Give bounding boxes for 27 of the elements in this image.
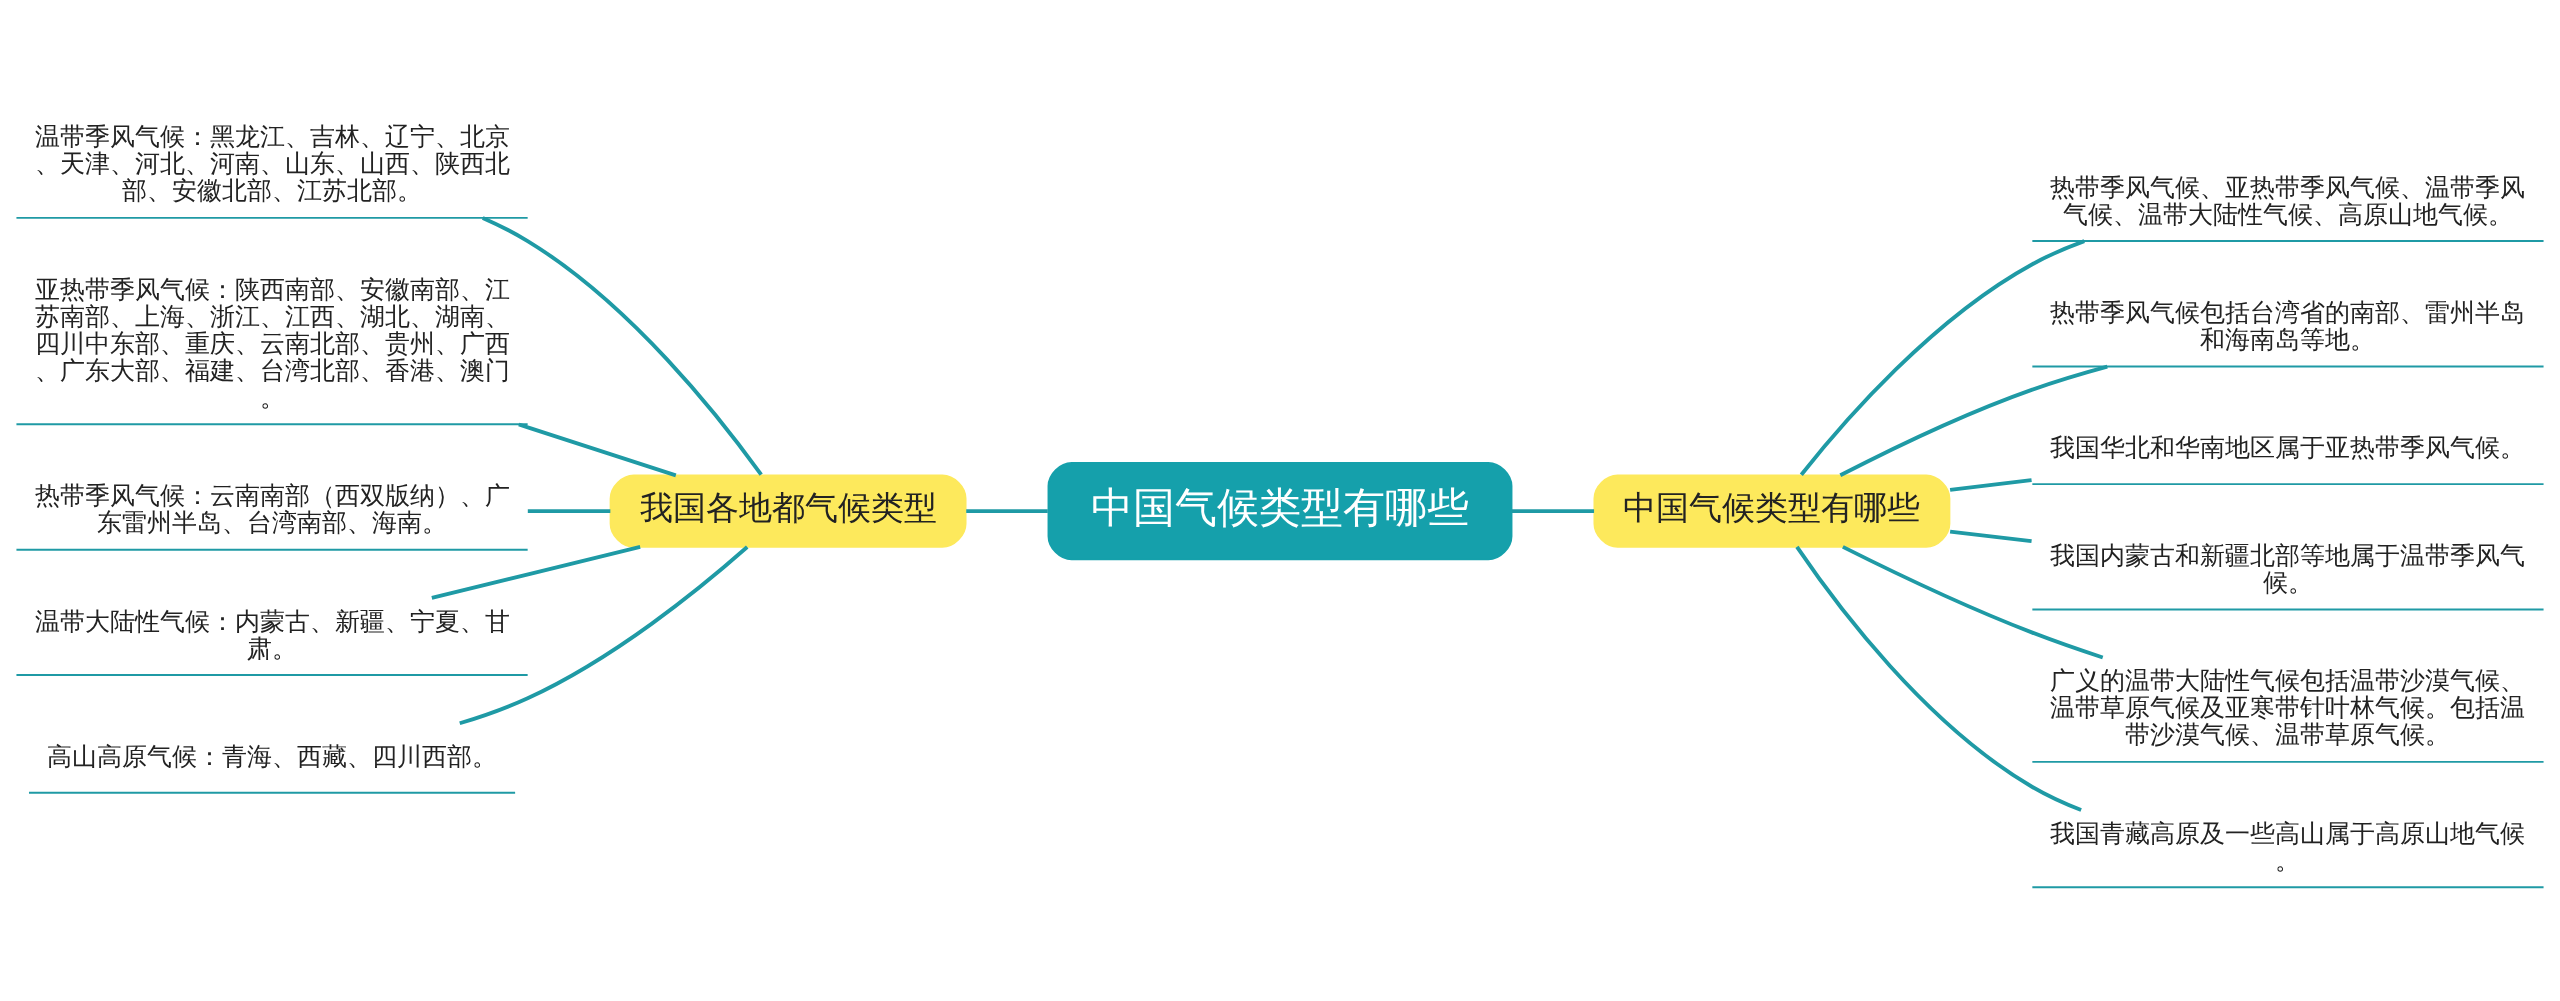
node-box: 中国气候类型有哪些: [1593, 474, 1951, 548]
node-text: 广义的温带大陆性气候包括温带沙漠气候、温带草原气候及亚寒带针叶林气候。包括温带沙漠气候、温带草原气候。: [2050, 666, 2526, 750]
connector: [1949, 529, 2032, 544]
node-text: 亚热带季风气候：陕西南部、安徽南部、江苏南部、上海、浙江、江西、湖北、湖南、四川中东部、重庆、云南北部、贵州、广西、广东大部、福建、台湾北部、香港、澳门。: [34, 274, 510, 412]
node-text: 高山高原气候：青海、西藏、四川西部。: [47, 741, 498, 771]
connector: [1842, 545, 2104, 660]
connector: [1949, 478, 2032, 492]
node-text: 热带季风气候：云南南部（西双版纳）、广东雷州半岛、台湾南部、海南。: [34, 481, 510, 538]
connector: [459, 545, 749, 726]
node-text: 热带季风气候、亚热带季风气候、温带季风气候、温带大陆性气候、高原山地气候。: [2050, 172, 2526, 229]
node-text: 我国青藏高原及一些高山属于高原山地气候。: [2050, 818, 2526, 875]
connector: [481, 216, 763, 476]
node-text: 温带大陆性气候：内蒙古、新疆、宁夏、甘肃。: [34, 606, 510, 663]
connector: [966, 509, 1048, 514]
connector: [518, 422, 677, 478]
connector: [1795, 545, 2082, 812]
node-box: 中国气候类型有哪些: [1047, 461, 1513, 561]
connector: [1839, 364, 2108, 478]
connector: [527, 509, 611, 514]
node-text: 我国内蒙古和新疆北部等地属于温带季风气候。: [2050, 540, 2526, 597]
node-text: 温带季风气候：黑龙江、吉林、辽宁、北京、天津、河北、河南、山东、山西、陕西北部、安徽北部、江苏北部。: [34, 122, 510, 206]
connector: [431, 545, 641, 600]
node-text: 我国华北和华南地区属于亚热带季风气候。: [2050, 432, 2526, 462]
connector: [1511, 509, 1595, 514]
node-text: 热带季风气候包括台湾省的南部、雷州半岛和海南岛等地。: [2050, 297, 2526, 354]
node-box: 我国各地都气候类型: [609, 474, 967, 548]
connector: [1799, 239, 2085, 476]
